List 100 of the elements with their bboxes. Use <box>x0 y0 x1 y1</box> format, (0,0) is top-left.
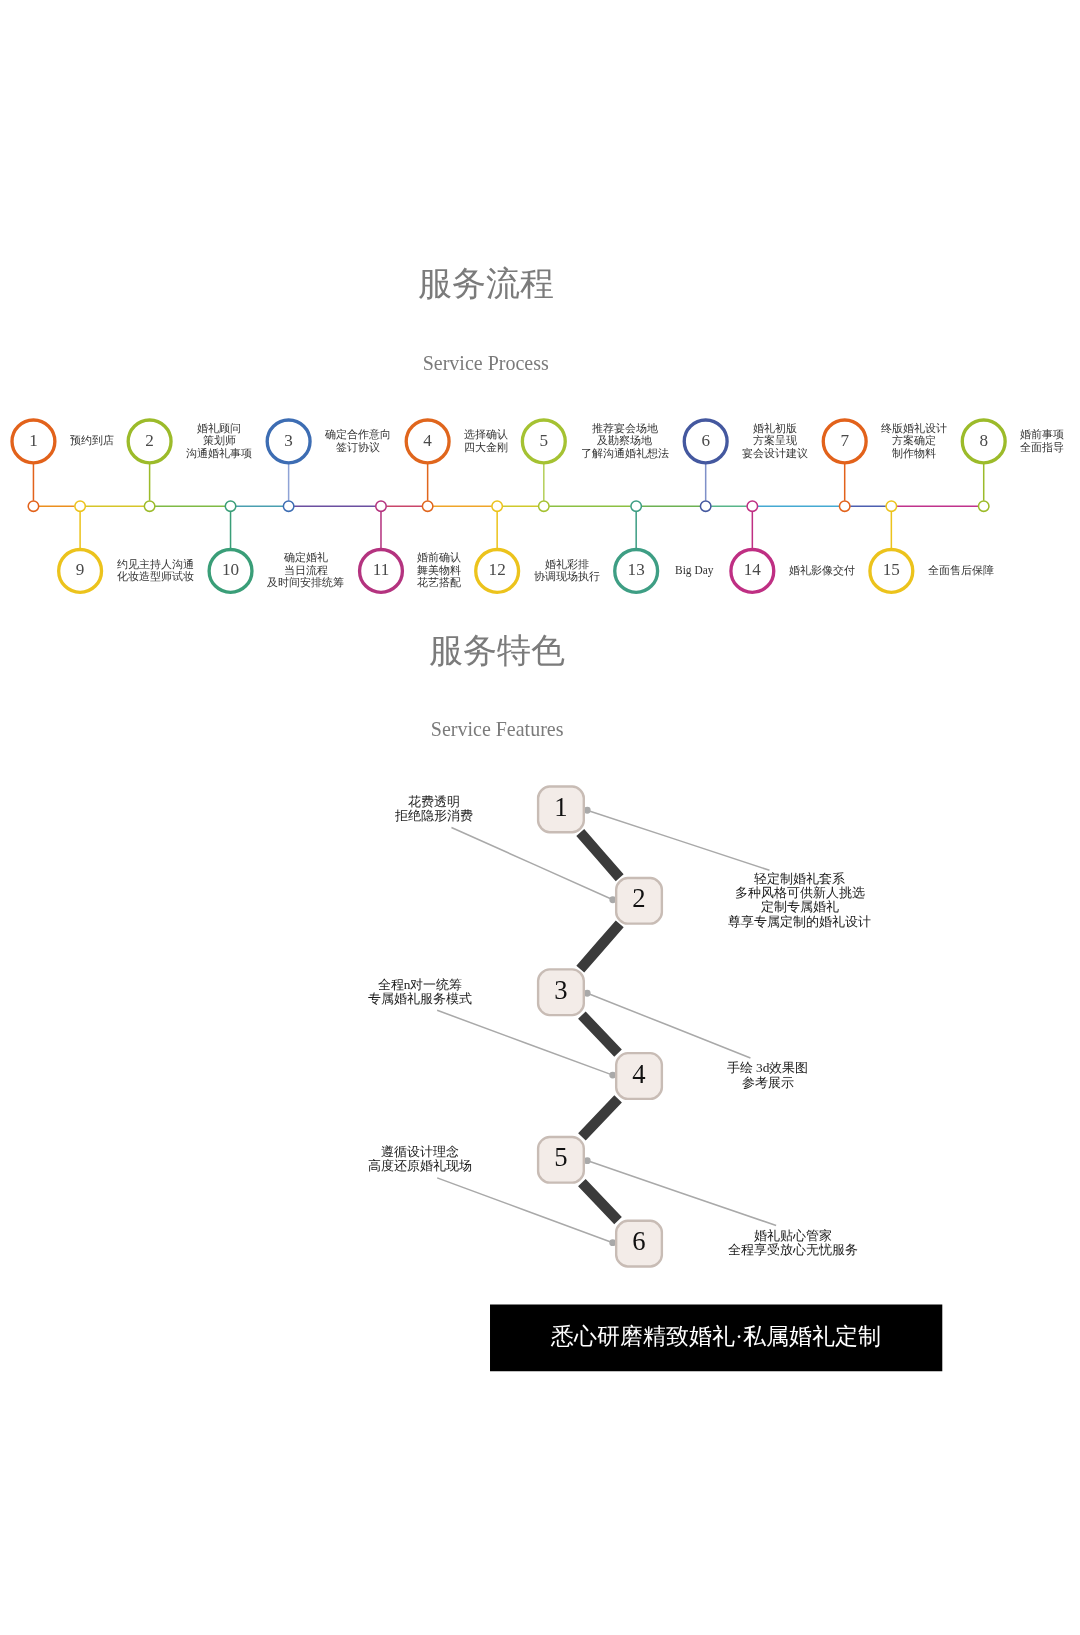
node-label: 化妆造型师试妆 <box>116 570 194 583</box>
connector <box>583 806 771 872</box>
connector <box>432 505 493 507</box>
node-circle: 3 <box>265 418 312 465</box>
connector <box>578 1179 622 1225</box>
node-label: 婚礼彩排 <box>544 557 589 570</box>
node-circle: 10 <box>207 547 254 594</box>
connector <box>704 462 707 502</box>
node-circle <box>282 500 295 513</box>
node-circle: 13 <box>613 547 660 594</box>
connector <box>576 920 624 973</box>
connector <box>436 1177 617 1247</box>
node-label: 预约到店 <box>69 434 114 447</box>
node-label: 推荐宴会场地 <box>591 421 658 434</box>
node-label: 婚礼顾问 <box>197 421 242 434</box>
node-circle: 7 <box>821 418 868 465</box>
connector <box>426 462 429 502</box>
connector <box>548 505 632 507</box>
node-text: 花费透明 拒绝隐形消费 <box>395 793 474 824</box>
node-label: 婚礼初版 <box>753 421 798 434</box>
connector <box>543 462 545 502</box>
label: 服务流程 <box>417 264 554 303</box>
node-text: 婚礼贴心管家 全程享受放心无忧服务 <box>728 1227 859 1258</box>
node-text: 遵循设计理念 高度还原婚礼现场 <box>368 1144 473 1174</box>
connector <box>287 462 290 502</box>
node-label: 宴会设计建议 <box>742 446 809 459</box>
node-text: 轻定制婚礼套系 多种风格可供新人挑选 定制专属婚礼 尊享专属定制的婚礼设计 <box>728 870 872 929</box>
node-text: 全程n对一统筹 专属婚礼服务模式 <box>368 976 473 1006</box>
node-circle: 6 <box>682 418 729 465</box>
node-box: 5 <box>536 1135 585 1184</box>
node-circle: 9 <box>57 547 104 594</box>
node-label: 沟通婚礼事项 <box>186 446 253 459</box>
node-label: 终版婚礼设计 <box>881 421 948 434</box>
node-label: 及勘察场地 <box>597 434 653 447</box>
connector <box>38 505 76 507</box>
node-circle <box>537 500 550 513</box>
connector <box>640 505 702 507</box>
connector <box>710 505 748 507</box>
node-label: 全面指导 <box>1019 440 1064 453</box>
node-circle <box>375 500 387 513</box>
connector <box>293 505 377 507</box>
node-circle: 1 <box>10 418 57 465</box>
node-label: 约见主持人沟通 <box>116 557 194 570</box>
connector <box>84 505 146 507</box>
connector <box>235 505 285 507</box>
node-box: 1 <box>536 785 585 834</box>
connector <box>501 505 540 507</box>
connector <box>450 826 617 904</box>
node-label: 婚前确认 <box>417 551 462 564</box>
node-label: 签订协议 <box>336 440 381 453</box>
connector <box>576 829 624 882</box>
connector <box>583 1157 777 1227</box>
connector <box>436 1009 617 1079</box>
node-box: 3 <box>536 968 585 1017</box>
label: 悉心研磨精致婚礼·私属婚礼定制 <box>551 1323 881 1349</box>
node-circle: 11 <box>357 547 405 594</box>
node-circle: 5 <box>520 418 567 465</box>
node-circle <box>74 500 87 513</box>
node-label: Big Day <box>675 563 714 576</box>
node-label: 四大金刚 <box>463 440 508 453</box>
connector <box>843 462 846 502</box>
connector <box>982 462 985 502</box>
node-label: 制作物料 <box>892 446 937 459</box>
node-label: 策划师 <box>202 434 236 447</box>
node-circle: 15 <box>868 547 915 594</box>
connector <box>385 505 423 507</box>
node-box: 4 <box>614 1051 664 1101</box>
connector <box>154 505 226 507</box>
connector <box>578 1011 622 1057</box>
node-label: 婚礼影像交付 <box>788 563 855 576</box>
node-text: 手绘 3d效果图 参考展示 <box>726 1060 809 1090</box>
node-circle: 4 <box>404 418 451 465</box>
label: Service Process <box>422 351 549 374</box>
node-circle <box>491 500 504 513</box>
connector <box>32 462 35 502</box>
node-circle: 8 <box>960 418 1007 465</box>
node-label: 方案呈现 <box>753 434 798 447</box>
node-circle <box>421 500 434 513</box>
node-label: 方案确定 <box>892 434 937 447</box>
connector <box>757 505 840 507</box>
label: Service Features <box>430 718 564 741</box>
node-circle <box>224 500 237 513</box>
node-circle <box>977 500 990 513</box>
node-label: 确定合作意向 <box>325 428 392 441</box>
node-label: 确定婚礼 <box>283 551 328 564</box>
node-circle <box>143 500 156 513</box>
node-circle <box>630 500 643 513</box>
node-label: 舞美物料 <box>417 563 462 576</box>
node-label: 及时间安排统筹 <box>267 576 345 589</box>
node-circle: 2 <box>126 418 173 465</box>
node-circle: 12 <box>474 547 521 594</box>
node-circle <box>838 500 851 513</box>
node-circle: 14 <box>729 547 776 594</box>
node-circle <box>885 500 898 513</box>
connector <box>148 462 151 502</box>
node-box: 2 <box>614 876 664 925</box>
node-circle <box>746 500 759 513</box>
node-label: 协调现场执行 <box>533 570 600 583</box>
node-label: 花艺搭配 <box>417 576 462 589</box>
connector <box>578 1095 622 1141</box>
